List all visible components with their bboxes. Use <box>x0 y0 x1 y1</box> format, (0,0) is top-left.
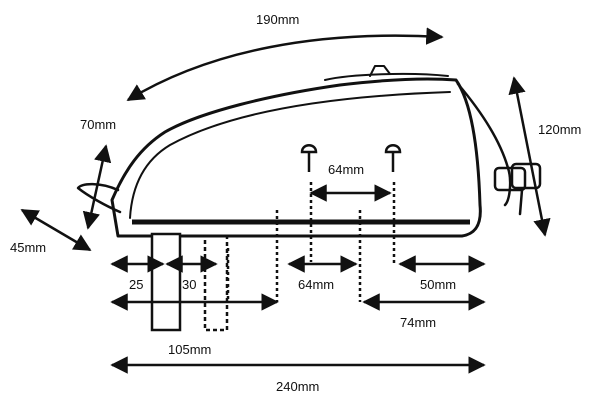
bolt-icon-left <box>300 144 318 172</box>
rear-strap-tail <box>518 188 524 216</box>
label-25: 25 <box>129 277 143 292</box>
label-240mm: 240mm <box>276 379 319 394</box>
bag-inner-panel <box>129 91 451 219</box>
front-mount-post <box>150 232 182 332</box>
bolt-icon-right <box>384 144 402 172</box>
label-64mm-top: 64mm <box>328 162 364 177</box>
label-30: 30 <box>182 277 196 292</box>
label-105mm: 105mm <box>168 342 211 357</box>
label-45mm: 45mm <box>10 240 46 255</box>
label-64mm-bottom: 64mm <box>298 277 334 292</box>
label-74mm: 74mm <box>400 315 436 330</box>
label-120mm: 120mm <box>538 122 581 137</box>
front-mount-post-alt <box>203 234 229 332</box>
arrow-190mm <box>126 27 444 102</box>
arrow-70mm <box>82 144 112 230</box>
label-50mm: 50mm <box>420 277 456 292</box>
arrow-45mm <box>20 208 92 252</box>
label-190mm: 190mm <box>256 12 299 27</box>
label-70mm: 70mm <box>80 117 116 132</box>
bag-body-outline <box>110 77 482 238</box>
dimension-arrows <box>20 27 551 374</box>
arrow-120mm <box>508 76 551 237</box>
